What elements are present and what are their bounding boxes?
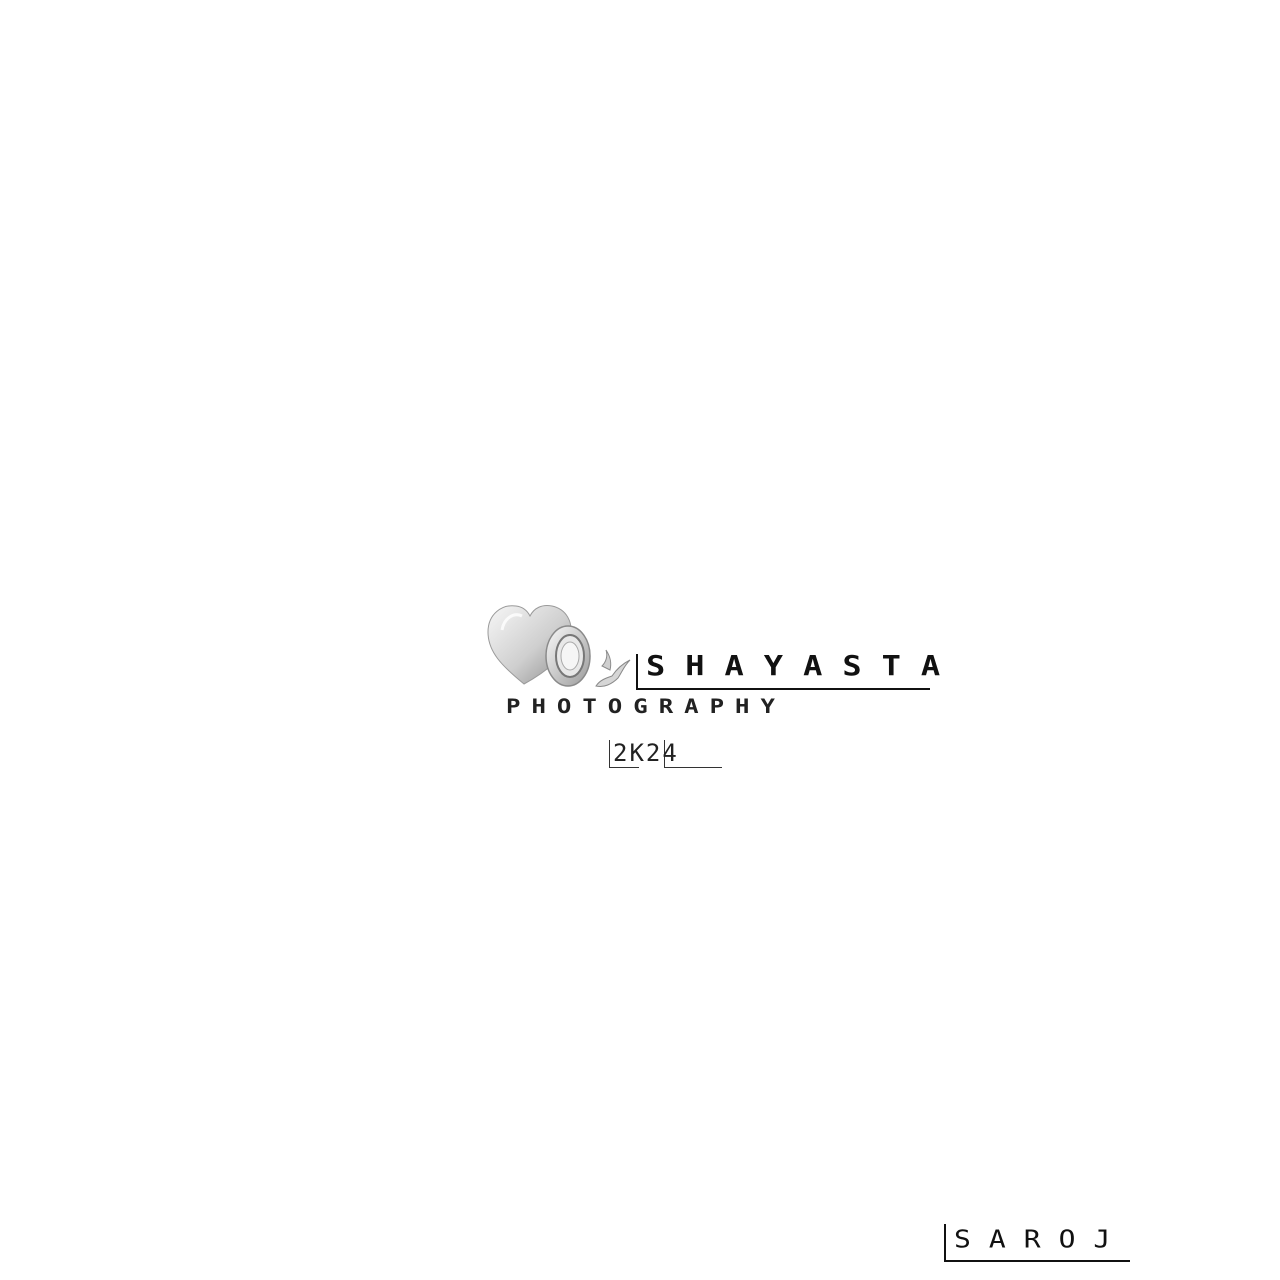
- year-frame-right: [664, 740, 722, 768]
- brand-year: 2K24: [613, 741, 679, 765]
- heart-camera-icon: [487, 605, 631, 687]
- year-frame-left: [609, 740, 639, 768]
- signature: SAROJ: [954, 1224, 1129, 1254]
- brand-tagline: PHOTOGRAPHY: [506, 695, 786, 718]
- year-suffix: 24: [645, 739, 679, 767]
- brand-name: SHAYASTA: [646, 649, 961, 682]
- bird-icon: [595, 649, 631, 687]
- signature-frame: [944, 1224, 1130, 1262]
- year-prefix: 2K: [613, 739, 646, 767]
- brand-name-frame: [636, 654, 930, 690]
